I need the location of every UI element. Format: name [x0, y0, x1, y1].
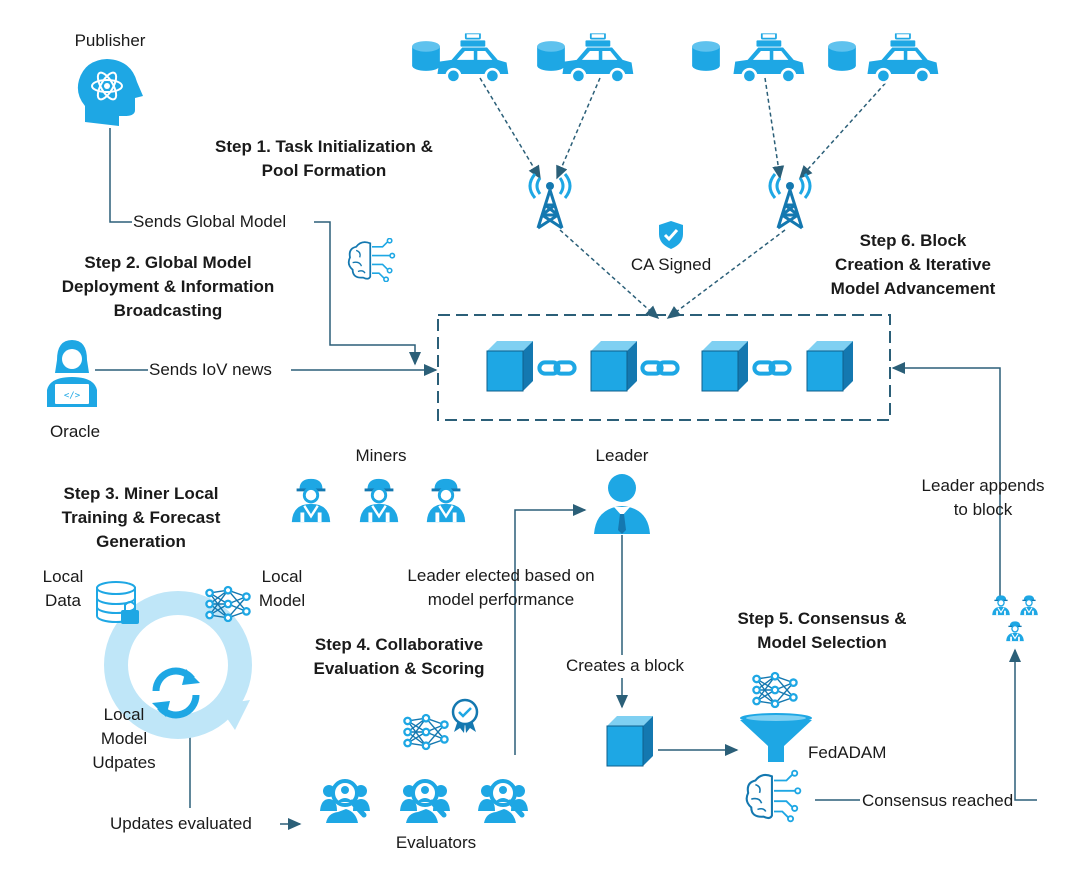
neural-net-icon: [205, 584, 251, 624]
database-icon: [690, 40, 722, 72]
neural-net-icon: [752, 670, 798, 710]
block-cube-icon: [693, 337, 755, 397]
chain-link-icon: [640, 358, 680, 378]
training-cycle-ring: [104, 591, 252, 739]
badge-icon: [451, 698, 479, 733]
updates-evaluated-label: Updates evaluated: [110, 814, 252, 833]
evaluator-icon: [400, 775, 450, 825]
lock-icon: [121, 610, 139, 624]
oracle-label: Oracle: [49, 422, 101, 441]
svg-text:</>: </>: [64, 391, 81, 401]
car-icon: [862, 28, 942, 90]
oracle-laptop-icon: </>: [47, 340, 97, 407]
miner-icon: [422, 472, 470, 528]
database-icon: [96, 581, 139, 624]
cell-tower-icon: [525, 170, 575, 230]
block-cube-icon: [582, 337, 644, 397]
miner-group-icon: [991, 594, 1039, 642]
sync-icon: [152, 667, 200, 719]
database-icon: [826, 40, 858, 72]
step5-label: Step 5. Consensus &Model Selection: [737, 609, 907, 652]
leader-icon: [594, 474, 650, 534]
shield-check-icon: [659, 221, 683, 249]
funnel-icon: [740, 713, 812, 762]
block-cube-icon: [798, 337, 860, 397]
step1-label: Step 1. Task Initialization &Pool Format…: [215, 137, 433, 180]
sends-iov-news-label: Sends IoV news: [149, 360, 272, 379]
car-icon: [432, 28, 512, 90]
consensus-reached-label: Consensus reached: [862, 791, 1014, 810]
block-cube-icon: [478, 337, 540, 397]
leader-label: Leader: [595, 446, 649, 465]
brain-circuit-icon: [345, 238, 399, 282]
sends-global-model-label: Sends Global Model: [133, 212, 287, 231]
evaluator-icon: [320, 775, 370, 825]
evaluators-label: Evaluators: [395, 833, 477, 852]
neural-net-icon: [403, 712, 449, 752]
miner-icon: [355, 472, 403, 528]
brain-circuit-icon: [743, 768, 805, 824]
car-icon: [557, 28, 637, 90]
miner-icon: [287, 472, 335, 528]
chain-link-icon: [537, 358, 577, 378]
evaluator-icon: [478, 775, 528, 825]
blockchain-frame: [437, 314, 891, 421]
creates-block-label: Creates a block: [565, 656, 685, 675]
fedadam-label: FedADAM: [808, 743, 887, 762]
chain-link-icon: [752, 358, 792, 378]
publisher-label: Publisher: [74, 31, 146, 50]
car-icon: [728, 28, 808, 90]
head-atom-icon: [77, 59, 143, 126]
block-cube-icon: [598, 712, 660, 772]
ca-signed-label: CA Signed: [630, 255, 712, 274]
cell-tower-icon: [765, 170, 815, 230]
miners-label: Miners: [355, 446, 407, 465]
